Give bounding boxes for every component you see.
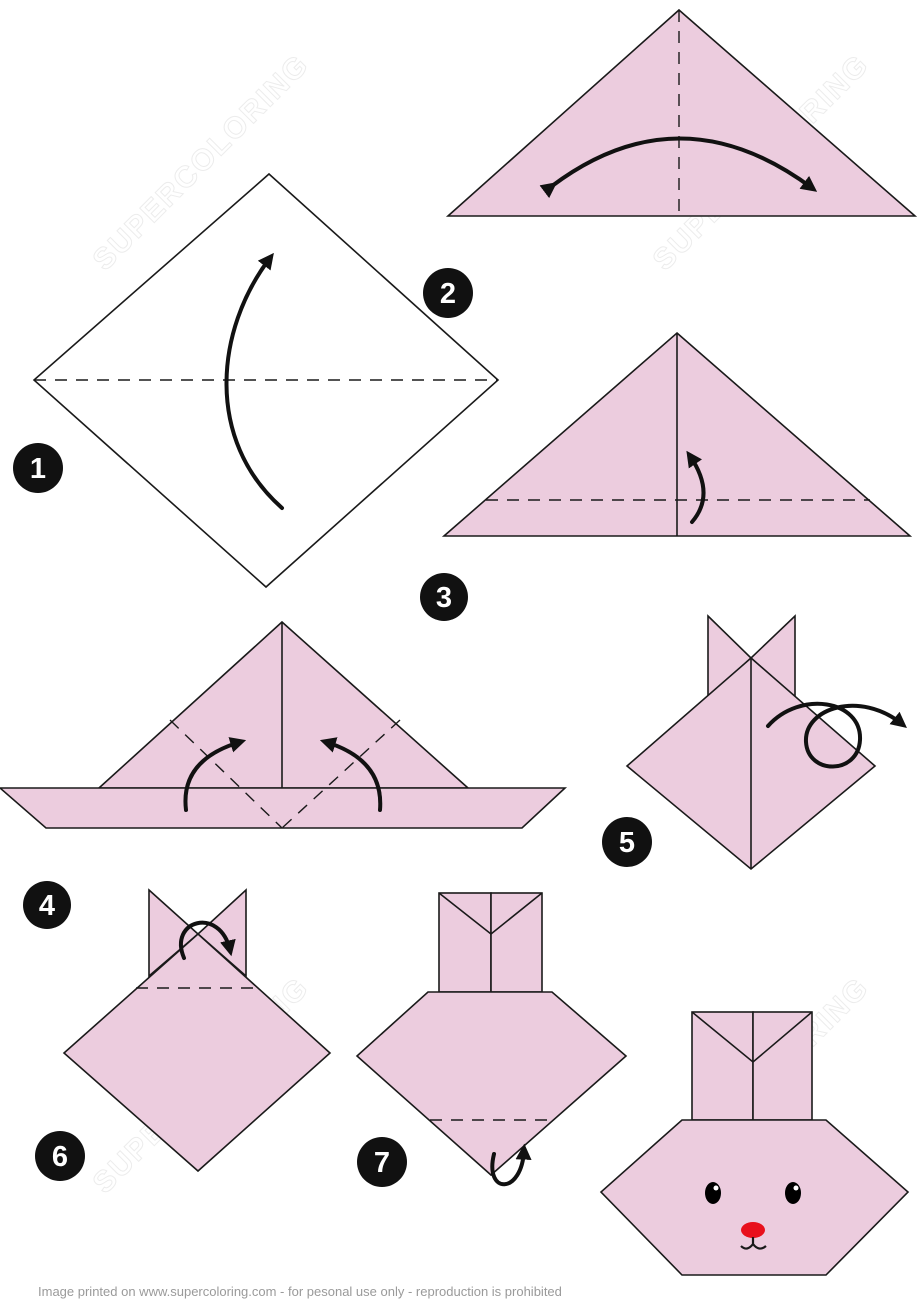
fold-arrow-left-icon [183, 737, 247, 812]
fold-back-arrow-icon [179, 920, 236, 960]
paper-triangle [445, 8, 918, 217]
footer-notice: Image printed on www.supercoloring.com -… [38, 1284, 562, 1299]
ear-left [438, 892, 492, 993]
step-4-badge: 4 [23, 881, 71, 929]
svg-text:2: 2 [440, 278, 456, 310]
step-2-badge: 2 [423, 268, 473, 318]
fold-arrow-right-icon [319, 737, 383, 812]
step-2-diagram [445, 8, 918, 217]
ear-right [490, 892, 543, 993]
final-bunny [599, 1011, 910, 1276]
bunny-face [599, 1119, 910, 1276]
step-1-badge: 1 [13, 443, 63, 493]
ear-crease [438, 892, 543, 936]
svg-text:7: 7 [374, 1147, 390, 1179]
eye-left [705, 1182, 721, 1204]
fold-arrow-icon [686, 450, 706, 524]
ear-right [752, 1011, 813, 1121]
mouth [740, 1237, 767, 1250]
ear-left [691, 1011, 754, 1121]
eye-right [785, 1182, 801, 1204]
step-6-badge: 6 [35, 1131, 85, 1181]
step-3-diagram [441, 331, 913, 537]
eye-right-highlight [793, 1185, 799, 1191]
svg-text:5: 5 [619, 827, 635, 859]
fold-line-left [169, 719, 283, 829]
svg-text:1: 1 [30, 453, 46, 485]
paper-body [355, 991, 628, 1177]
paper-diamond [62, 932, 332, 1173]
fold-line-right [281, 719, 401, 829]
ear-crease [691, 1011, 813, 1064]
paper-folded-band [0, 787, 568, 829]
paper-upper-triangle [96, 620, 471, 789]
step-4-diagram [0, 620, 568, 829]
nose [741, 1222, 765, 1238]
step-6-diagram [62, 888, 332, 1173]
svg-text:4: 4 [39, 890, 55, 922]
step-5-badge: 5 [602, 817, 652, 867]
fold-arrow-icon [224, 252, 284, 510]
step-1-diagram [32, 172, 500, 589]
svg-text:3: 3 [436, 582, 452, 614]
step-5-diagram [625, 614, 907, 871]
fold-unfold-arrow-icon [539, 136, 818, 199]
eye-left-highlight [713, 1185, 719, 1191]
turn-over-arrow-icon [766, 701, 907, 769]
step-7-diagram [355, 892, 628, 1187]
svg-text:6: 6 [52, 1141, 68, 1173]
step-3-badge: 3 [420, 573, 468, 621]
step-7-badge: 7 [357, 1137, 407, 1187]
fold-back-arrow-icon [490, 1143, 532, 1187]
